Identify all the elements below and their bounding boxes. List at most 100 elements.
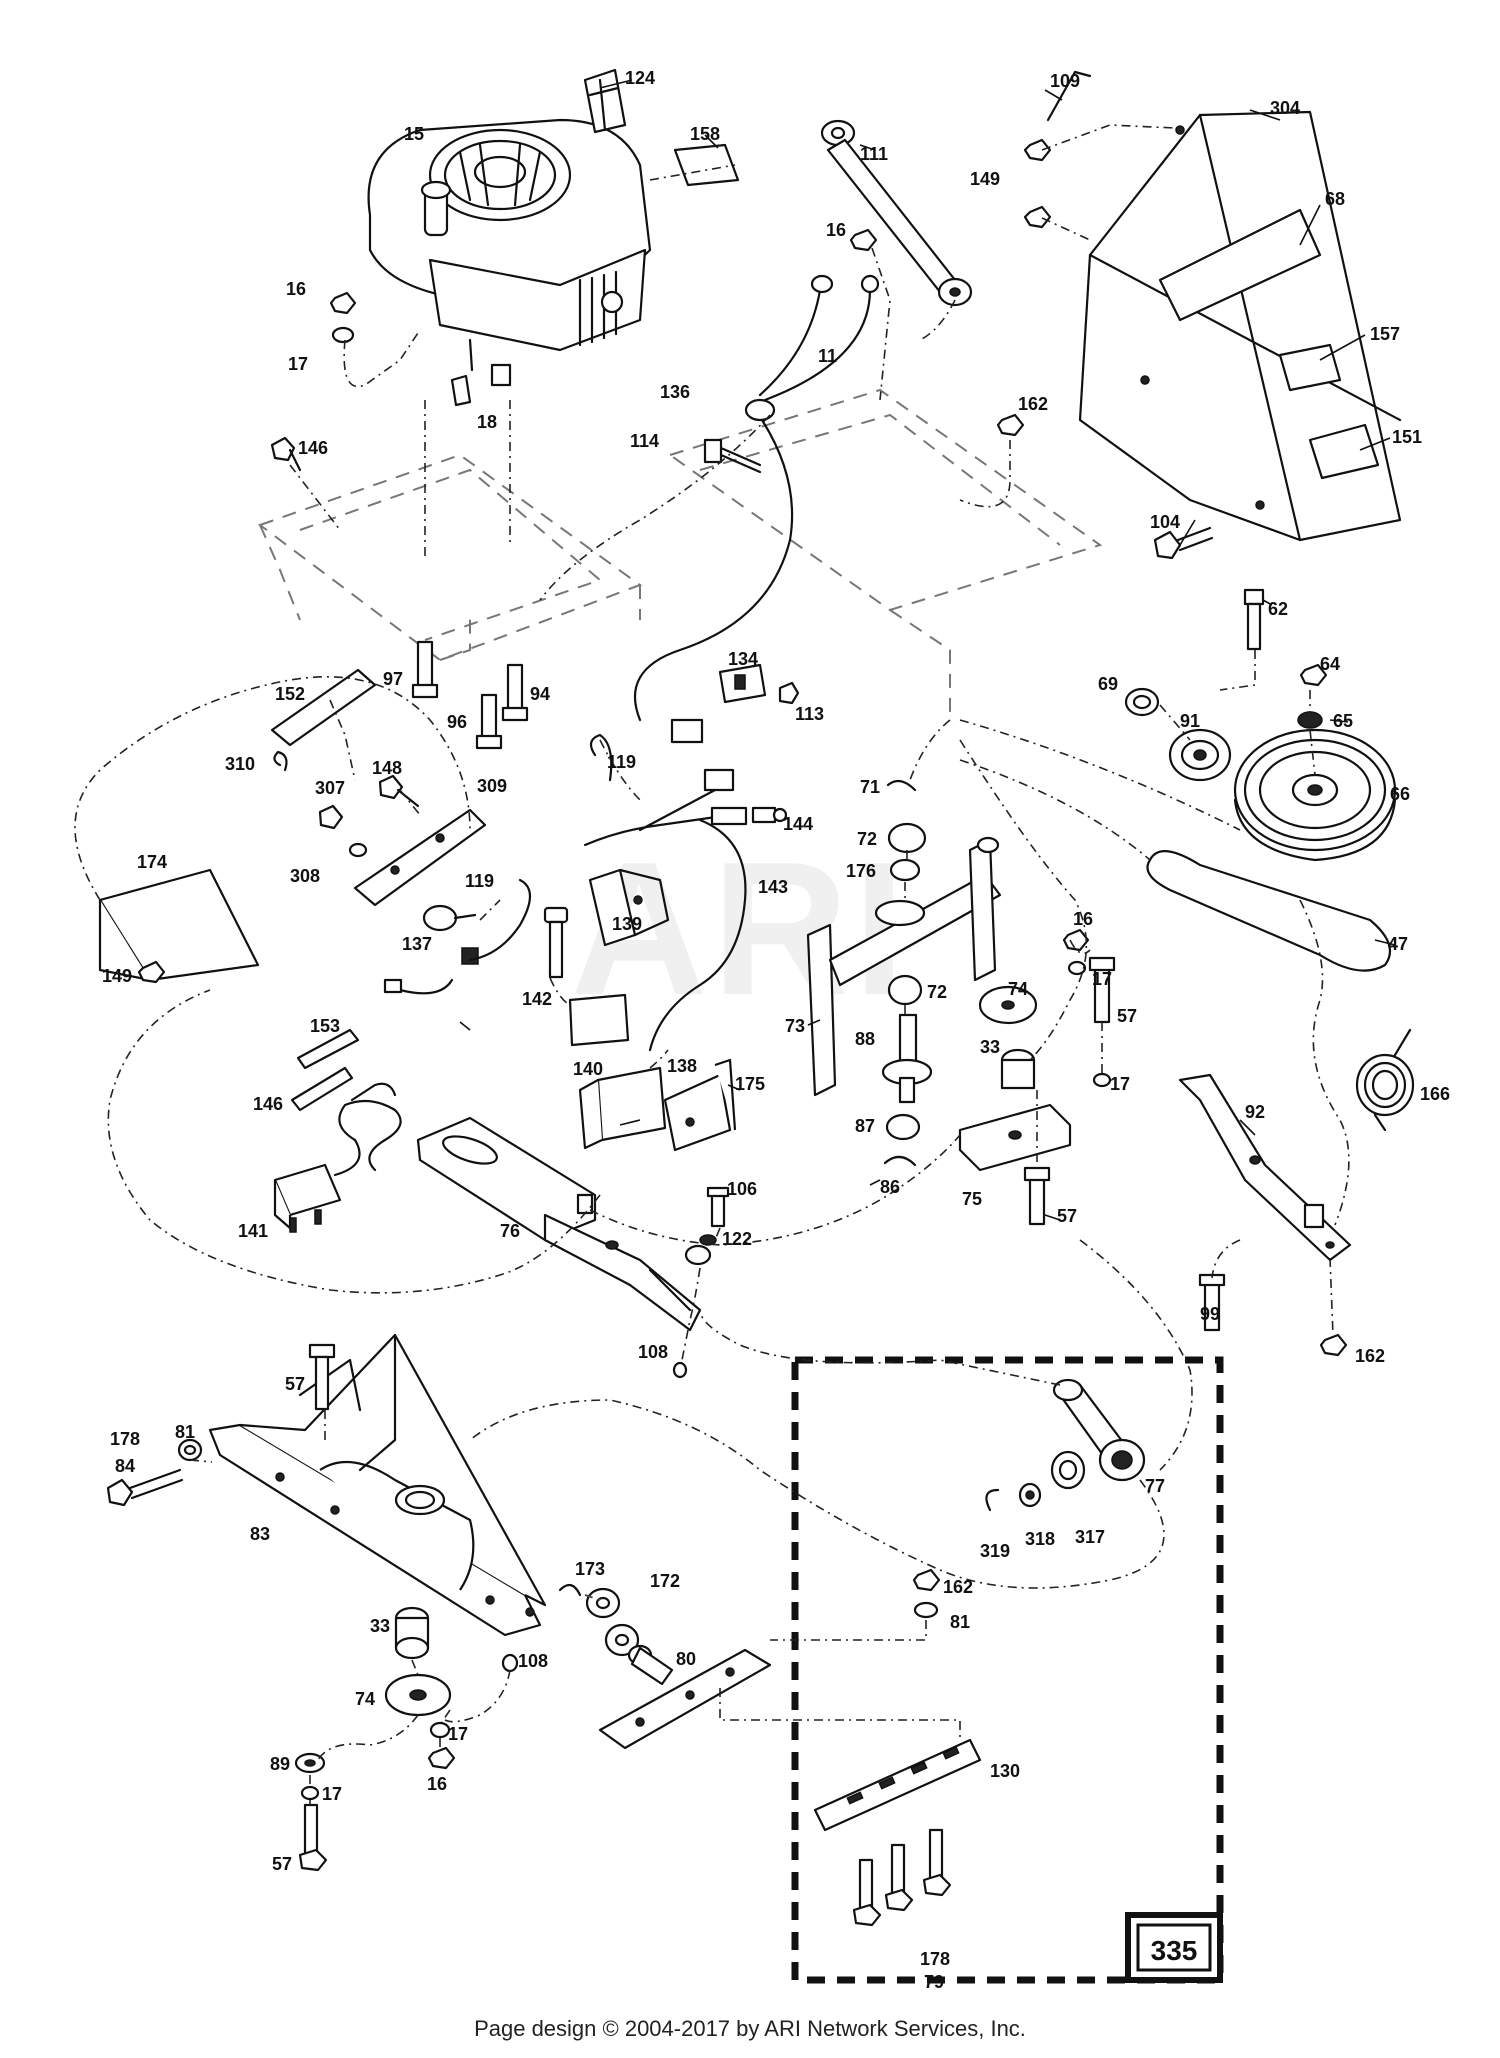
label-162-kit: 162	[943, 1577, 973, 1597]
part-77-pivot-arm	[985, 1378, 1146, 1512]
label-87: 87	[855, 1116, 875, 1136]
part-137-switch	[383, 878, 532, 995]
nut-162-upper	[996, 413, 1025, 437]
part-number-labels: 15 124 158 111 109 304 149 68 16 157 16 …	[102, 68, 1450, 1992]
label-108-upper: 108	[638, 1342, 668, 1362]
label-141: 141	[238, 1221, 268, 1241]
part-11-wire-pair	[758, 274, 880, 402]
label-94: 94	[530, 684, 550, 704]
label-158: 158	[690, 124, 720, 144]
nut-149-pair	[1023, 138, 1052, 229]
label-157: 157	[1370, 324, 1400, 344]
part-75-mount-group	[958, 928, 1116, 1226]
bolt-62	[1243, 588, 1265, 651]
part-92-bracket	[1178, 1073, 1352, 1262]
bolt-142	[543, 906, 569, 979]
bolt-57-frame	[308, 1343, 336, 1411]
label-137: 137	[402, 934, 432, 954]
part-175-bracket	[663, 1058, 737, 1152]
label-16-left-lower: 16	[427, 1774, 447, 1794]
label-148: 148	[372, 758, 402, 778]
label-304: 304	[1270, 98, 1300, 118]
label-308: 308	[290, 866, 320, 886]
part-18-key	[450, 374, 472, 407]
part-152-decal	[270, 668, 377, 747]
label-319: 319	[980, 1541, 1010, 1561]
part-141-relay	[273, 1082, 402, 1233]
label-138: 138	[667, 1056, 697, 1076]
label-74-left: 74	[355, 1689, 375, 1709]
label-16-left: 16	[286, 279, 306, 299]
engine-assembly	[367, 118, 652, 387]
bolt-146-upper	[270, 436, 302, 472]
label-173: 173	[575, 1559, 605, 1579]
part-109-allen-key	[1046, 70, 1092, 122]
label-77: 77	[1145, 1476, 1165, 1496]
label-152: 152	[275, 684, 305, 704]
label-134: 134	[728, 649, 758, 669]
label-72-lower: 72	[927, 982, 947, 1002]
idler-pulley-parts	[1124, 663, 1328, 782]
label-69: 69	[1098, 674, 1118, 694]
label-80: 80	[676, 1649, 696, 1669]
label-146-lower: 146	[253, 1094, 283, 1114]
part-138-module	[578, 1066, 667, 1150]
leader-lines	[459, 79, 1399, 1221]
label-106: 106	[727, 1179, 757, 1199]
label-81-left: 81	[175, 1422, 195, 1442]
label-124: 124	[625, 68, 655, 88]
label-318: 318	[1025, 1529, 1055, 1549]
label-73: 73	[785, 1016, 805, 1036]
label-146-upper: 146	[298, 438, 328, 458]
label-162-upper: 162	[1018, 394, 1048, 414]
part-140-pad	[568, 993, 630, 1047]
label-91: 91	[1180, 711, 1200, 731]
chassis-frame-outline	[257, 388, 1103, 720]
label-174: 174	[137, 852, 167, 872]
label-65: 65	[1333, 711, 1353, 731]
label-92: 92	[1245, 1102, 1265, 1122]
label-119-upper: 119	[607, 752, 636, 772]
label-139: 139	[612, 914, 642, 934]
hardware-106-122-108	[672, 1186, 730, 1379]
label-310: 310	[225, 754, 255, 774]
label-149-lower: 149	[102, 966, 132, 986]
bolt-114	[703, 438, 762, 474]
part-73-axle-assembly	[806, 779, 1002, 1097]
label-57-frame: 57	[285, 1374, 305, 1394]
label-140: 140	[573, 1059, 603, 1079]
lower-left-hardware	[294, 1606, 519, 1872]
label-178-kit: 178	[920, 1949, 950, 1969]
label-17-left-upper: 17	[448, 1724, 468, 1744]
part-143-harness	[583, 768, 788, 1052]
part-134-switch	[670, 663, 800, 744]
label-86: 86	[880, 1177, 900, 1197]
label-62: 62	[1268, 599, 1288, 619]
part-80-pivot-group	[558, 1568, 941, 1750]
label-176: 176	[846, 861, 876, 881]
part-158-decal	[673, 143, 740, 187]
pin-99-and-nut-162	[1198, 1273, 1348, 1357]
part-139-bracket	[588, 868, 670, 947]
label-309: 309	[477, 776, 507, 796]
label-114: 114	[630, 431, 659, 451]
label-17-left-lower: 17	[322, 1784, 342, 1804]
label-17-right-upper: 17	[1092, 969, 1112, 989]
label-142: 142	[522, 989, 552, 1009]
label-79: 79	[924, 1972, 944, 1992]
label-136: 136	[660, 382, 690, 402]
label-72-upper: 72	[857, 829, 877, 849]
label-81-kit: 81	[950, 1612, 970, 1632]
label-75: 75	[962, 1189, 982, 1209]
label-178-left: 178	[110, 1429, 140, 1449]
label-17-right-lower: 17	[1110, 1074, 1130, 1094]
label-88: 88	[855, 1029, 875, 1049]
part-166-spring	[1355, 1028, 1415, 1132]
label-143: 143	[758, 877, 788, 897]
label-122: 122	[722, 1229, 752, 1249]
label-119-lower: 119	[465, 871, 494, 891]
label-144: 144	[783, 814, 813, 834]
label-57-left-lower: 57	[272, 1854, 292, 1874]
copyright-footer: Page design © 2004-2017 by ARI Network S…	[474, 2016, 1026, 2041]
nut-16-top	[849, 228, 878, 252]
